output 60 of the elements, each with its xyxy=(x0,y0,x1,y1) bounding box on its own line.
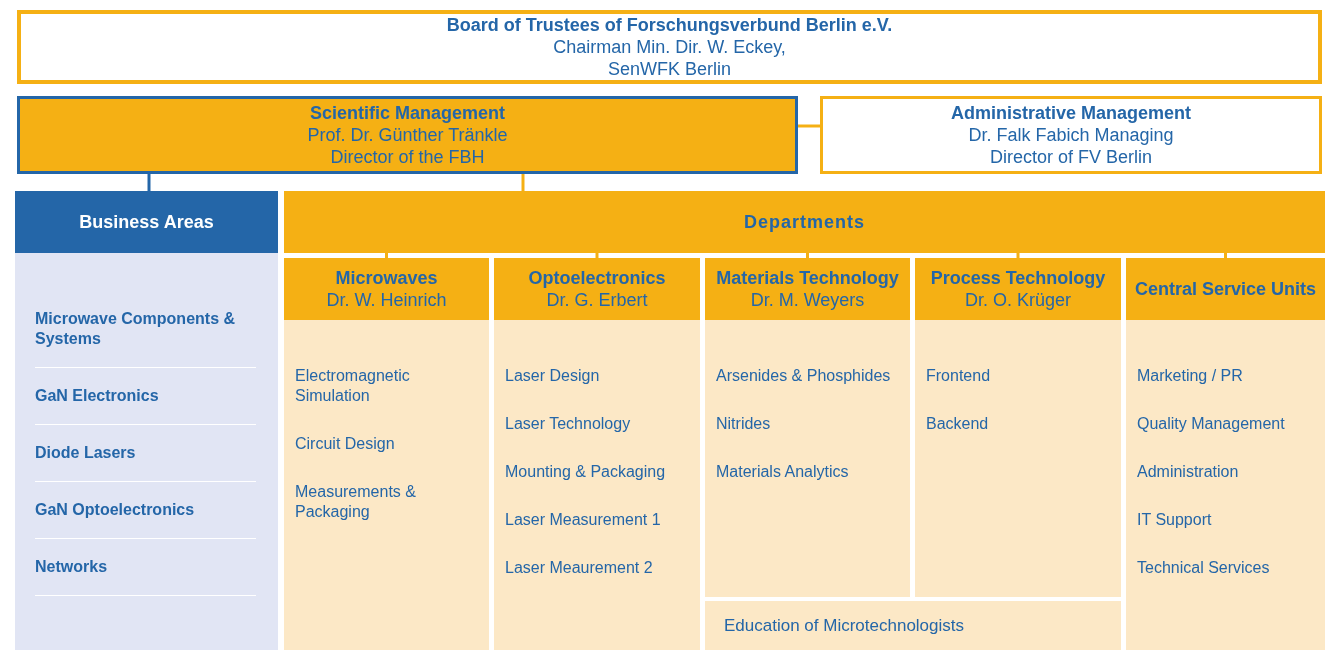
list-item: Laser Meaurement 2 xyxy=(505,558,690,578)
board-box xyxy=(17,10,1322,84)
connector-line xyxy=(1016,253,1020,258)
body-text: Chairman Min. Dir. W. Eckey, SenWFK Berlin xyxy=(552,36,787,80)
heading-text: Board of Trustees of Forschungsverbund Berlin e.V. xyxy=(446,14,893,36)
column-header: Business Areas xyxy=(15,191,278,253)
education-box xyxy=(705,601,1121,650)
list-item: Frontend xyxy=(926,366,1111,386)
list-item: Electromagnetic Simulation xyxy=(295,366,479,406)
name-text: Dr. G. Erbert xyxy=(546,289,648,311)
list-item: Technical Services xyxy=(1137,558,1315,578)
heading-text: Administrative Management xyxy=(950,102,1192,124)
name-text: Dr. W. Heinrich xyxy=(326,289,447,311)
department-column xyxy=(284,258,489,650)
business-area-item: Networks xyxy=(35,539,256,596)
list-item: Nitrides xyxy=(716,414,900,434)
heading-text: Scientific Management xyxy=(309,102,505,124)
list-item: Laser Measurement 1 xyxy=(505,510,690,530)
business-area-item: Microwave Components & Systems xyxy=(35,309,256,368)
list-item: Quality Management xyxy=(1137,414,1315,434)
connector-line xyxy=(521,174,525,191)
heading-text: Education of Microtechnologists xyxy=(724,614,965,637)
connector-line xyxy=(798,124,820,128)
departments-band xyxy=(284,191,1325,253)
heading-text: Departments xyxy=(744,211,865,233)
business-areas-column xyxy=(15,191,278,650)
department-column xyxy=(915,258,1121,597)
list-item: IT Support xyxy=(1137,510,1315,530)
heading-text: Process Technology xyxy=(930,267,1106,289)
business-area-item: Diode Lasers xyxy=(35,425,256,482)
department-column xyxy=(1126,258,1325,650)
connector-line xyxy=(1224,253,1227,258)
connector-line xyxy=(595,253,599,258)
business-area-item: GaN Optoelectronics xyxy=(35,482,256,539)
department-column xyxy=(494,258,700,650)
list-item: Backend xyxy=(926,414,1111,434)
business-area-item: GaN Electronics xyxy=(35,368,256,425)
management-box xyxy=(820,96,1322,174)
list-item: Administration xyxy=(1137,462,1315,482)
body-text: Prof. Dr. Günther Tränkle Director of the FBH xyxy=(306,124,509,168)
column-header: Central Service Units xyxy=(1126,258,1325,320)
heading-text: Microwaves xyxy=(335,267,438,289)
list-item: Laser Design xyxy=(505,366,690,386)
list-item: Measurements & Packaging xyxy=(295,482,479,522)
name-text: Dr. M. Weyers xyxy=(750,289,865,311)
heading-text: Materials Technology xyxy=(716,267,899,289)
connector-line xyxy=(385,253,388,258)
body-text: Dr. Falk Fabich Managing Director of FV Berlin xyxy=(967,124,1175,168)
department-column xyxy=(705,258,910,597)
list-item: Marketing / PR xyxy=(1137,366,1315,386)
list-item: Arsenides & Phosphides xyxy=(716,366,900,386)
list-item: Mounting & Packaging xyxy=(505,462,690,482)
connector-line xyxy=(147,174,151,191)
list-item: Laser Technology xyxy=(505,414,690,434)
connector-line xyxy=(806,253,809,258)
name-text: Dr. O. Krüger xyxy=(965,289,1071,311)
heading-text: Optoelectronics xyxy=(528,267,666,289)
list-item: Materials Analytics xyxy=(716,462,900,482)
management-box xyxy=(17,96,798,174)
list-item: Circuit Design xyxy=(295,434,479,454)
